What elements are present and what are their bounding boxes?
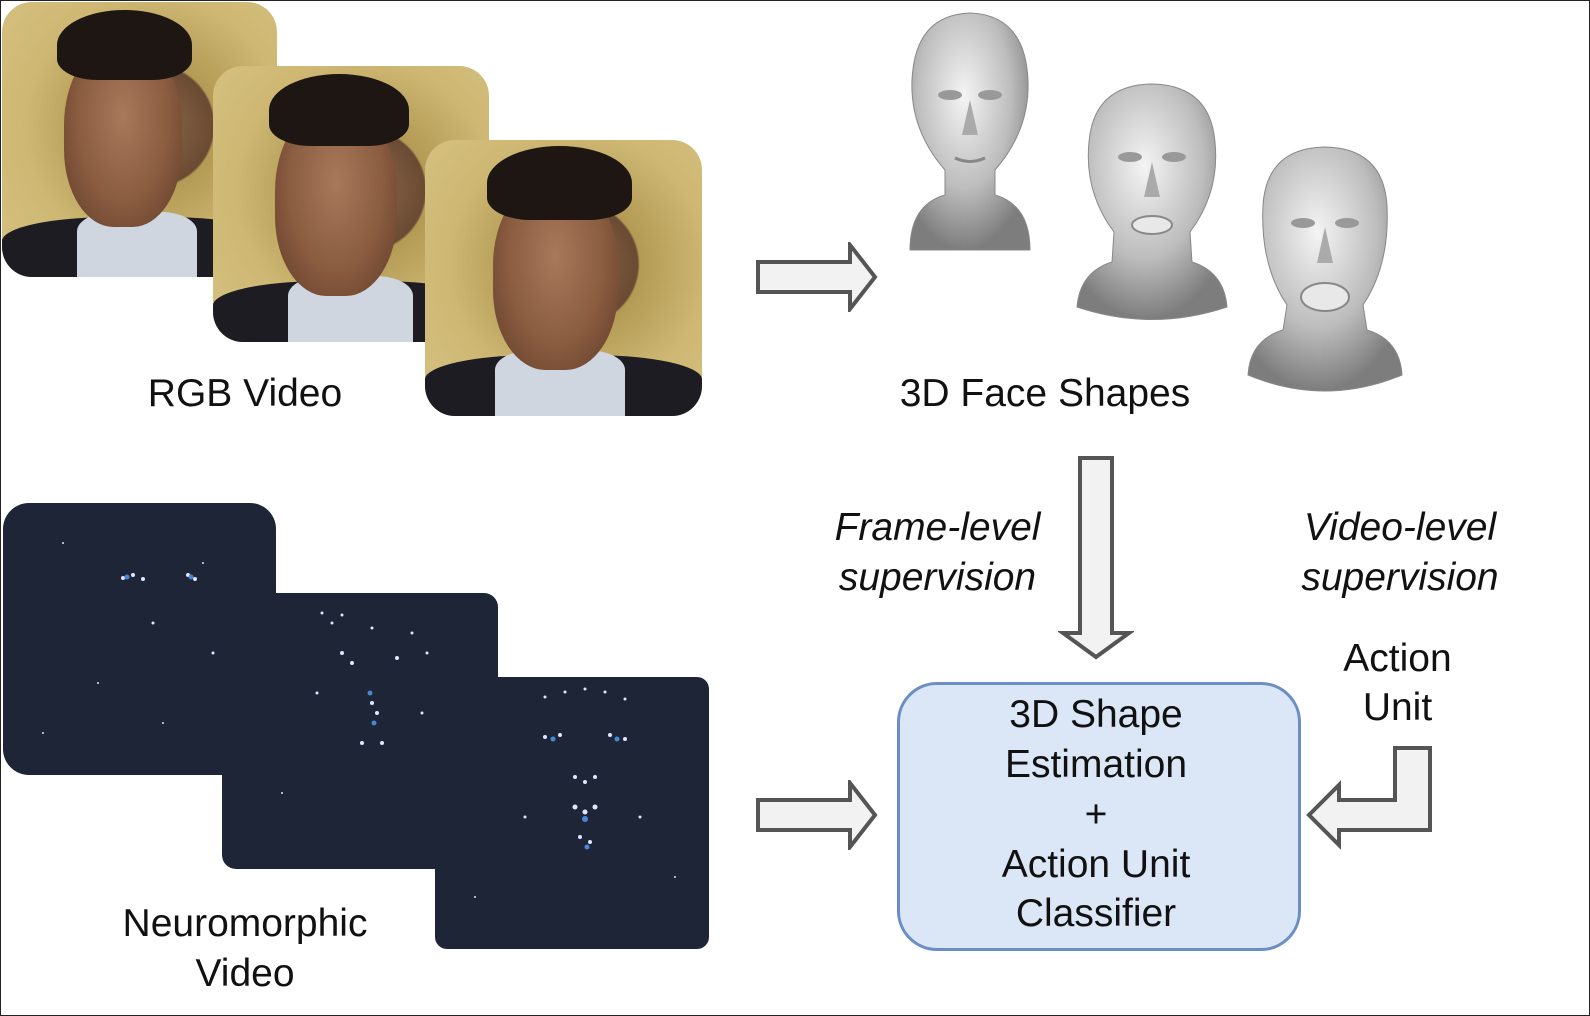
action-unit-line2: Unit — [1362, 686, 1433, 729]
frame-level-line2: supervision — [838, 556, 1037, 599]
neuromorphic-line2: Video — [195, 952, 295, 995]
model-box-line1: 3D Shape — [1009, 693, 1183, 736]
3d-head-1 — [909, 12, 1031, 251]
model-box-line5: Classifier — [1015, 892, 1177, 935]
neuromorphic-line1: Neuromorphic — [122, 902, 368, 945]
arrow-bent-left — [1306, 746, 1432, 850]
video-level-line2: supervision — [1301, 556, 1499, 599]
rgb-frame-3 — [425, 140, 702, 416]
model-box-line3: + — [1084, 793, 1108, 836]
action-unit-line1: Action — [1343, 637, 1452, 680]
frame-level-line1: Frame-level — [834, 506, 1041, 549]
3d-face-shapes-label: 3D Face Shapes — [899, 372, 1191, 415]
model-box — [897, 682, 1301, 951]
model-box-line4: Action Unit — [1001, 843, 1191, 886]
model-box-line2: Estimation — [1004, 743, 1188, 786]
3d-head-2 — [1076, 83, 1228, 320]
arrow-right-bottom — [756, 780, 878, 850]
arrow-right-top — [756, 242, 878, 312]
arrow-down — [1058, 456, 1134, 660]
3d-head-3 — [1247, 146, 1403, 392]
video-level-line1: Video-level — [1303, 506, 1497, 549]
rgb-video-label: RGB Video — [147, 372, 343, 415]
neuromorphic-frame-3 — [435, 677, 709, 949]
